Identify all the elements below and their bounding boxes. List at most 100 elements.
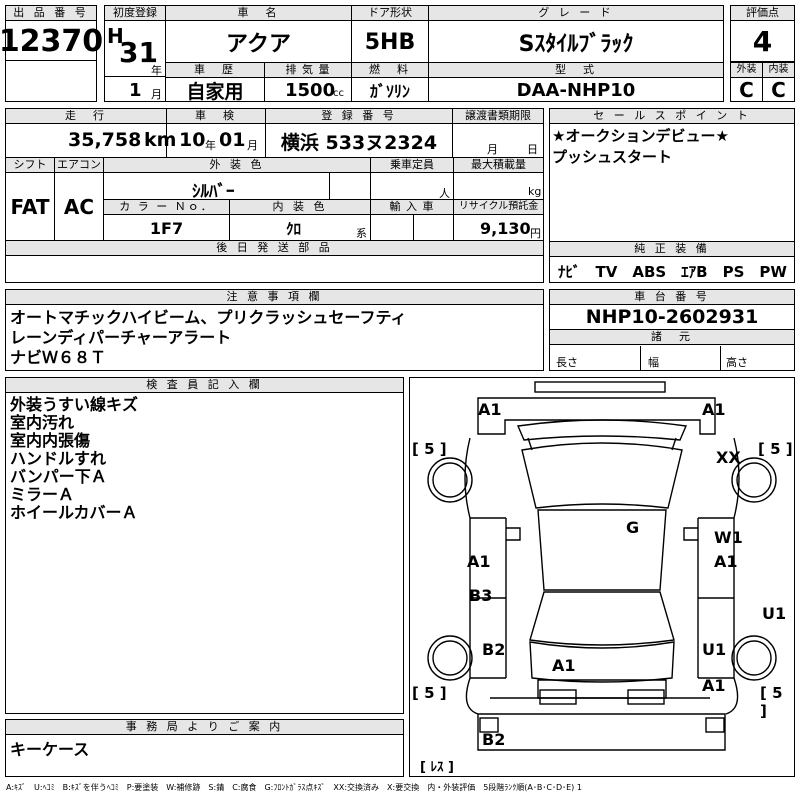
damage-mark: B2 <box>482 640 506 659</box>
capacity-cell: 乗車定員 人 <box>370 157 454 200</box>
exterior-color-cell: 外 装 色 ｼﾙﾊﾞｰ <box>103 157 371 202</box>
chassis-label: 車 台 番 号 <box>550 290 794 305</box>
damage-mark: A1 <box>552 656 576 675</box>
interior-grade-cell: 内装 C <box>762 62 795 102</box>
inspector-line: バンパー下Ａ <box>10 467 107 486</box>
capacity-label: 乗車定員 <box>371 158 453 173</box>
selling-point-cell: セ ー ル ス ポ イ ン ト ★オークションデビュー★ プッシュスタート <box>549 108 795 242</box>
office-cell: 事 務 局 よ り ご 案 内 キーケース <box>5 719 404 777</box>
recycle-label: リサイクル預託金 <box>454 200 543 215</box>
import-cell: 輸 入 車 <box>370 199 454 241</box>
aircon-cell: エアコン AC <box>54 157 104 241</box>
year-unit: 年 <box>151 64 162 77</box>
inspection-year-unit: 年 <box>205 139 216 152</box>
color-number-label: カ ラ ー Ｎｏ． <box>104 200 229 215</box>
transfer-label: 譲渡書類期限 <box>453 109 543 124</box>
score-cell: 評価点 4 <box>730 5 795 62</box>
damage-mark: A1 <box>714 552 738 571</box>
capacity-unit: 人 <box>439 187 450 200</box>
exterior-grade-value: C <box>739 78 754 102</box>
equipment-value: ﾅﾋﾞ TV ABS ｴｱB PS PW <box>558 263 787 281</box>
mileage-cell: 走 行 35,758 km <box>5 108 176 158</box>
displacement-value: 1500 <box>285 80 336 101</box>
mileage-value: 35,758 <box>68 129 142 151</box>
grade-value: Sｽﾀｲﾙﾌﾞﾗｯｸ <box>518 32 634 57</box>
damage-mark: G <box>626 518 640 537</box>
inspection-month-unit: 月 <box>247 139 258 152</box>
exterior-color-label: 外 装 色 <box>104 158 370 173</box>
selling-point-line: プッシュスタート <box>552 148 673 166</box>
lot-number-label: 出 品 番 号 <box>6 6 96 21</box>
damage-mark: A1 <box>478 400 502 419</box>
exterior-color-value: ｼﾙﾊﾞｰ <box>192 182 235 202</box>
width-label: 幅 <box>648 356 659 369</box>
shift-cell: シフト FAT <box>5 157 55 241</box>
aircon-value: AC <box>63 195 95 219</box>
damage-mark: XX <box>716 448 741 467</box>
inspector-line: ミラーＡ <box>10 485 75 504</box>
transfer-cell: 譲渡書類期限 月 日 <box>452 108 544 158</box>
import-label: 輸 入 車 <box>371 200 453 215</box>
lot-number-blank <box>5 60 97 102</box>
fuel-value: ｶﾞｿﾘﾝ <box>369 82 410 101</box>
caution-line: ナビＷ６８Ｔ <box>10 348 107 367</box>
chassis-cell: 車 台 番 号 NHP10-2602931 諸 元 長さ 幅 高さ <box>549 289 795 371</box>
model-value: DAA-NHP10 <box>516 79 636 101</box>
mileage-unit: km <box>144 129 177 151</box>
fuel-cell: 燃 料 ｶﾞｿﾘﾝ <box>351 62 429 102</box>
displacement-unit: cc <box>333 88 344 99</box>
spare-tire-mark: [ ﾚｽ ] <box>420 760 454 775</box>
exterior-grade-label: 外装 <box>731 63 762 78</box>
tread-depth: [ 5 ] <box>760 684 783 720</box>
lot-number-value: 12370 <box>0 23 104 59</box>
model-label: 型 式 <box>429 63 723 78</box>
length-label: 長さ <box>556 356 578 369</box>
car-diagram: A1 A1 XX G W1 A1 A1 B3 U1 B2 U1 A1 A1 B2… <box>409 377 795 777</box>
inspector-line: ハンドルすれ <box>10 449 107 468</box>
office-label: 事 務 局 よ り ご 案 内 <box>6 720 403 735</box>
car-name-label: 車 名 <box>166 6 351 21</box>
door-label: ドア形状 <box>352 6 428 21</box>
damage-mark: A1 <box>702 400 726 419</box>
damage-mark: W1 <box>714 528 743 547</box>
history-value: 自家用 <box>186 80 244 103</box>
inspector-cell: 検 査 員 記 入 欄 外装うすい線キズ 室内汚れ 室内内張傷 ハンドルすれ バ… <box>5 377 404 714</box>
caution-cell: 注 意 事 項 欄 オートマチックハイビーム、プリクラッシュセーフティ レーンデ… <box>5 289 544 371</box>
tread-depth: [ 5 ] <box>412 684 447 702</box>
history-label: 車 歴 <box>166 63 264 78</box>
legend: A:ｷｽﾞ U:ﾍｺﾐ B:ｷｽﾞを伴うﾍｺﾐ P:要塗装 W:補修跡 S:錆 … <box>6 783 582 792</box>
load-cell: 最大積載量 kg <box>453 157 544 200</box>
plate-value: 横浜 533ヌ2324 <box>280 131 438 154</box>
caution-line: レーンディパーチャーアラート <box>10 328 232 347</box>
first-registration-label: 初度登録 <box>105 6 165 21</box>
displacement-cell: 排 気 量 1500 cc <box>264 62 352 102</box>
color-number-value: 1F7 <box>149 218 184 238</box>
damage-mark: A1 <box>702 676 726 695</box>
door-cell: ドア形状 5HB <box>351 5 429 63</box>
recycle-value: 9,130 <box>480 219 531 238</box>
damage-mark: B3 <box>469 586 493 605</box>
interior-color-value: ｸﾛ <box>286 220 302 238</box>
displacement-label: 排 気 量 <box>265 63 351 78</box>
inspector-line: 外装うすい線キズ <box>10 395 139 414</box>
plate-label: 登 録 番 号 <box>266 109 452 124</box>
first-registration-cell: 初度登録 H 31 年 1 月 <box>104 5 166 102</box>
history-cell: 車 歴 自家用 <box>165 62 265 103</box>
exterior-grade-cell: 外装 C <box>730 62 763 102</box>
car-name-cell: 車 名 アクア <box>165 5 352 63</box>
grade-cell: グ レ ー ド Sｽﾀｲﾙﾌﾞﾗｯｸ <box>428 5 724 63</box>
tread-depth: [ 5 ] <box>758 440 793 458</box>
inspection-month: 01 <box>219 129 246 151</box>
inspector-line: ホイールカバーＡ <box>10 503 138 522</box>
transfer-month: 月 <box>487 143 498 156</box>
era-value: H <box>107 24 124 48</box>
score-label: 評価点 <box>731 6 794 21</box>
mileage-label: 走 行 <box>6 109 166 124</box>
year-value: 31 <box>119 36 158 69</box>
office-value: キーケース <box>10 740 90 759</box>
dimensions-label: 諸 元 <box>550 329 794 345</box>
inspection-label: 車 検 <box>167 109 265 124</box>
shift-label: シフト <box>6 158 54 173</box>
month-unit: 月 <box>151 88 162 101</box>
interior-grade-label: 内装 <box>763 63 794 78</box>
